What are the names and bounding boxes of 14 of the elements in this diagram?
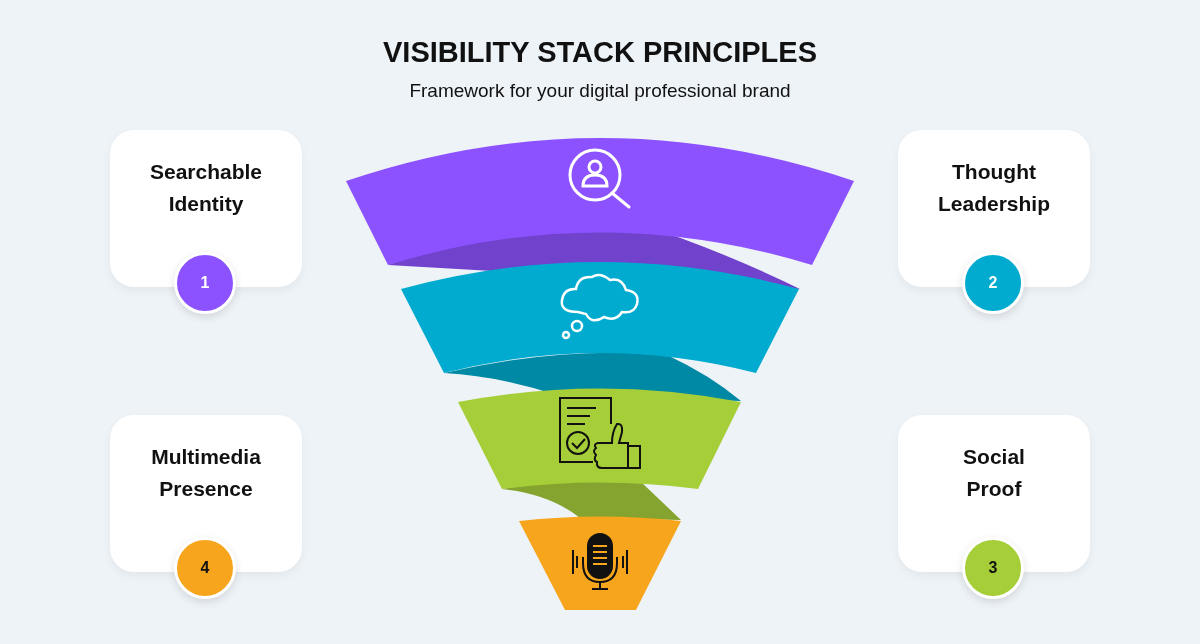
card-heading: Social Proof <box>962 444 1026 502</box>
principle-card <box>110 130 302 287</box>
principle-card <box>110 415 302 572</box>
card-heading: Thought Leadership <box>936 159 1051 217</box>
diagram-title: VISIBILITY STACK PRINCIPLES <box>382 36 818 69</box>
number-badge: 1 <box>174 252 236 314</box>
number-badge: 4 <box>174 537 236 599</box>
principle-card <box>898 415 1090 572</box>
card-heading: Multimedia Presence <box>150 444 262 502</box>
subtitle: Framework for your digital professional brand <box>408 80 792 102</box>
number-badge: 3 <box>962 537 1024 599</box>
number-badge: 2 <box>962 252 1024 314</box>
principle-card <box>898 130 1090 287</box>
card-heading: Searchable Identity <box>148 159 264 217</box>
